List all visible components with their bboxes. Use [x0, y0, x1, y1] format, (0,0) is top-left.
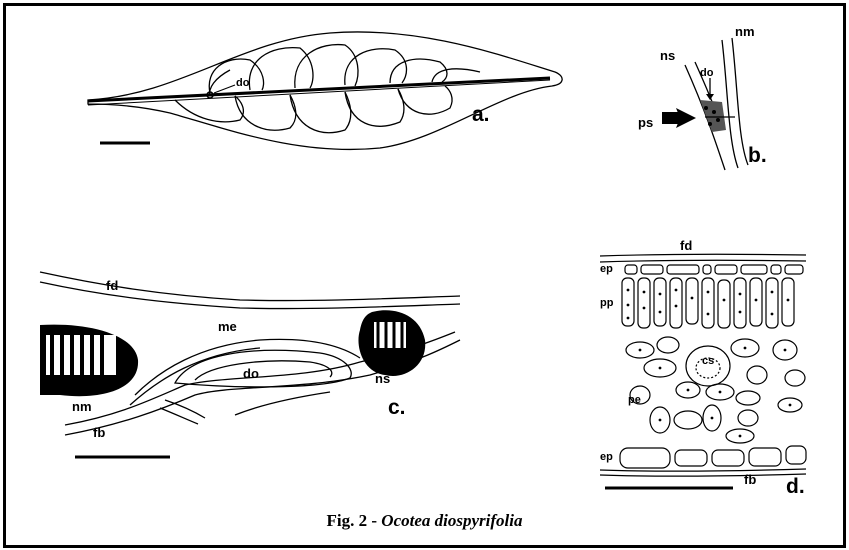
panel-a-label-do: do	[236, 77, 250, 89]
panel-d-label-ep-bottom: ep	[600, 451, 613, 463]
caption-prefix: Fig. 2 -	[327, 511, 382, 530]
panel-b-label-ns: ns	[660, 48, 675, 63]
panel-b-ps-arrow-tail	[662, 112, 680, 124]
panel-b-label-do: do	[700, 67, 714, 79]
panel-c-label-do: do	[243, 366, 259, 381]
panel-c-letter: c.	[388, 396, 406, 419]
panel-d-label-pe: pe	[628, 394, 641, 406]
panel-c-ns-bundle	[358, 310, 425, 376]
panel-c-label-ns: ns	[375, 371, 390, 386]
panel-d-label-fb: fb	[744, 472, 756, 487]
caption-species: Ocotea diospyrifolia	[381, 511, 522, 530]
panel-d-letter: d.	[786, 475, 805, 498]
panel-c-label-nm: nm	[72, 399, 92, 414]
panel-d-label-pp: pp	[600, 297, 614, 309]
panel-c-label-me: me	[218, 319, 237, 334]
panel-b-label-nm: nm	[735, 24, 755, 39]
panel-c-label-fd: fd	[106, 278, 118, 293]
panel-d-label-cs: cs	[702, 355, 714, 367]
panel-b-label-ps: ps	[638, 115, 653, 130]
panel-c-label-fb: fb	[93, 425, 105, 440]
panel-c-nm-bundle	[40, 325, 138, 397]
panel-d-label-ep-top: ep	[600, 263, 613, 275]
panel-d-label-fd: fd	[680, 238, 692, 253]
panel-a-letter: a.	[472, 103, 490, 126]
figure-caption: Fig. 2 - Ocotea diospyrifolia	[0, 511, 849, 531]
panel-b-letter: b.	[748, 144, 767, 167]
panel-a-leaf	[88, 32, 562, 150]
